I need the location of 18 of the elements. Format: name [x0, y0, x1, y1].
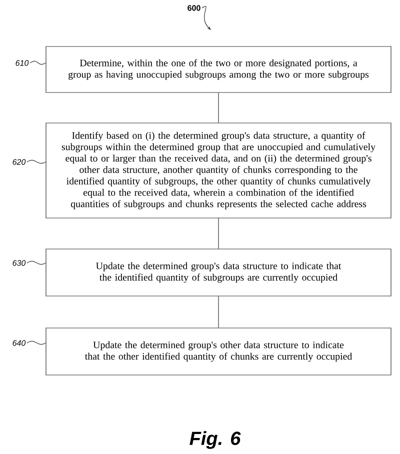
leader-line — [26, 340, 46, 345]
figure-caption: Fig. 6 — [190, 431, 241, 449]
leader-arrow — [202, 6, 211, 30]
reference-number: 630 — [12, 260, 26, 266]
connector-line — [218, 296, 219, 328]
leader-line — [26, 260, 46, 265]
reference-number: 600 — [188, 5, 200, 11]
process-box: Update the determined group's data structure to indicate that the identified quantity of subgroups are currently occupied — [46, 248, 392, 296]
reference-number: 610 — [16, 60, 29, 66]
leader-line — [26, 160, 46, 164]
connector-line — [218, 92, 219, 123]
reference-number: 620 — [12, 159, 26, 165]
connector-line — [218, 218, 219, 249]
process-box: Determine, within the one of the two or more designated portions, a group as having unoccupied subgroups among the two or more subgroups — [46, 46, 392, 93]
reference-number: 640 — [12, 340, 26, 346]
leader-line — [30, 60, 46, 65]
process-box: Update the determined group's other data structure to indicate that the other identified quantity of chunks are currently occupied — [46, 328, 392, 376]
process-box: Identify based on (i) the determined group's data structure, a quantity of subgroups within the determined group that are unoccupied and cumulatively equal to or larger than the received data, and on (ii) the determined group's other data structure, another quantity of chunks corresponding to the identified quantity of subgroups, the other quantity of chunks cumulatively equal to the received data, wherein a combination of the identified quantities of subgroups and chunks represents the selected cache address — [46, 122, 392, 218]
